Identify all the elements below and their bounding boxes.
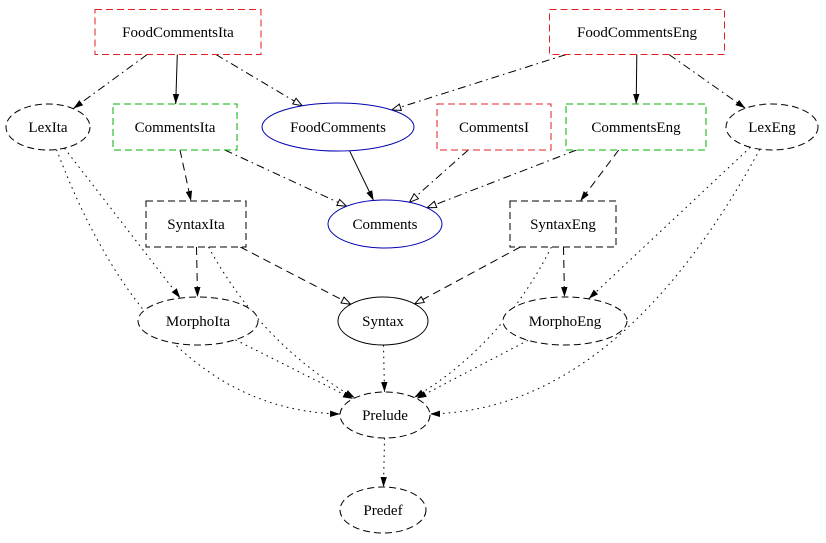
- node-lexita: LexIta: [5, 103, 91, 151]
- node-predef: Predef: [339, 486, 427, 534]
- ellipse-outline: [5, 103, 91, 151]
- node-syntaxeng: SyntaxEng: [509, 200, 617, 248]
- node-label: LexEng: [748, 120, 796, 136]
- edge-SyntaxIta-MorphoIta: [194, 246, 201, 298]
- ellipse-outline: [339, 486, 427, 534]
- node-label: Predef: [363, 503, 402, 519]
- edges: [56, 54, 761, 488]
- node-commentsi: CommentsI: [436, 103, 552, 151]
- node-label: Syntax: [362, 314, 404, 330]
- node-foodcomments: FoodComments: [261, 102, 415, 152]
- node-label: Prelude: [362, 408, 408, 424]
- node-label: FoodComments: [290, 120, 386, 136]
- ellipse-outline: [502, 296, 628, 346]
- node-label: CommentsEng: [591, 120, 681, 136]
- edge-LexIta-MorphoIta: [64, 147, 181, 299]
- edge-SyntaxEng-Syntax: [415, 246, 521, 304]
- rect-outline: [565, 103, 707, 151]
- node-label: SyntaxEng: [530, 217, 596, 233]
- edge-LexEng-MorphoEng: [588, 146, 751, 300]
- edge-FoodCommentsIta-LexIta: [72, 54, 148, 110]
- node-syntaxita: SyntaxIta: [145, 200, 247, 248]
- edge-FoodCommentsIta-FoodComments: [215, 54, 302, 106]
- edge-FoodCommentsEng-CommentsEng: [633, 54, 640, 105]
- rect-outline: [145, 200, 247, 248]
- node-syntax: Syntax: [337, 296, 429, 346]
- rect-outline: [112, 103, 238, 151]
- edge-FoodCommentsEng-LexEng: [668, 54, 746, 109]
- edge-MorphoEng-Prelude: [416, 339, 529, 400]
- edge-MorphoIta-Prelude: [235, 339, 354, 400]
- rect-outline: [94, 9, 262, 55]
- edge-FoodComments-Comments: [349, 150, 375, 201]
- edge-Prelude-Predef: [380, 437, 387, 488]
- node-label: SyntaxIta: [167, 217, 225, 233]
- node-label: CommentsIta: [135, 120, 216, 136]
- node-comments: Comments: [327, 199, 443, 249]
- edge-CommentsI-Comments: [409, 149, 469, 202]
- node-label: FoodCommentsEng: [577, 25, 698, 41]
- edge-SyntaxIta-Syntax: [240, 246, 350, 304]
- edge-CommentsEng-SyntaxEng: [579, 149, 620, 202]
- edge-CommentsEng-Comments: [427, 149, 577, 208]
- edge-SyntaxIta-Prelude: [208, 246, 356, 399]
- node-morphoita: MorphoIta: [137, 296, 259, 346]
- ellipse-outline: [261, 102, 415, 152]
- node-lexeng: LexEng: [725, 103, 819, 151]
- node-commentseng: CommentsEng: [565, 103, 707, 151]
- node-foodcommentsita: FoodCommentsIta: [94, 9, 262, 55]
- node-label: FoodCommentsIta: [122, 25, 234, 41]
- edge-SyntaxEng-MorphoEng: [561, 246, 568, 298]
- node-morphoeng: MorphoEng: [502, 296, 628, 346]
- edge-LexIta-Prelude: [56, 149, 341, 417]
- node-prelude: Prelude: [339, 391, 431, 439]
- ellipse-outline: [339, 391, 431, 439]
- edge-FoodCommentsEng-FoodComments: [392, 54, 567, 111]
- edge-SyntaxEng-Prelude: [413, 246, 552, 398]
- ellipse-outline: [725, 103, 819, 151]
- node-label: LexIta: [28, 120, 67, 136]
- node-label: CommentsI: [459, 120, 529, 136]
- node-label: MorphoEng: [529, 314, 602, 330]
- node-foodcommentseng: FoodCommentsEng: [549, 9, 725, 55]
- edge-LexEng-Prelude: [429, 148, 761, 417]
- ellipse-outline: [137, 296, 259, 346]
- rect-outline: [549, 9, 725, 55]
- node-label: MorphoIta: [166, 314, 230, 330]
- rect-outline: [436, 103, 552, 151]
- edge-FoodCommentsIta-CommentsIta: [172, 54, 180, 105]
- ellipse-outline: [337, 296, 429, 346]
- ellipse-outline: [327, 199, 443, 249]
- node-commentsita: CommentsIta: [112, 103, 238, 151]
- rect-outline: [509, 200, 617, 248]
- edge-CommentsIta-Comments: [224, 149, 347, 206]
- edge-CommentsIta-SyntaxIta: [179, 149, 193, 202]
- node-label: Comments: [352, 217, 417, 233]
- edge-Syntax-Prelude: [381, 344, 388, 393]
